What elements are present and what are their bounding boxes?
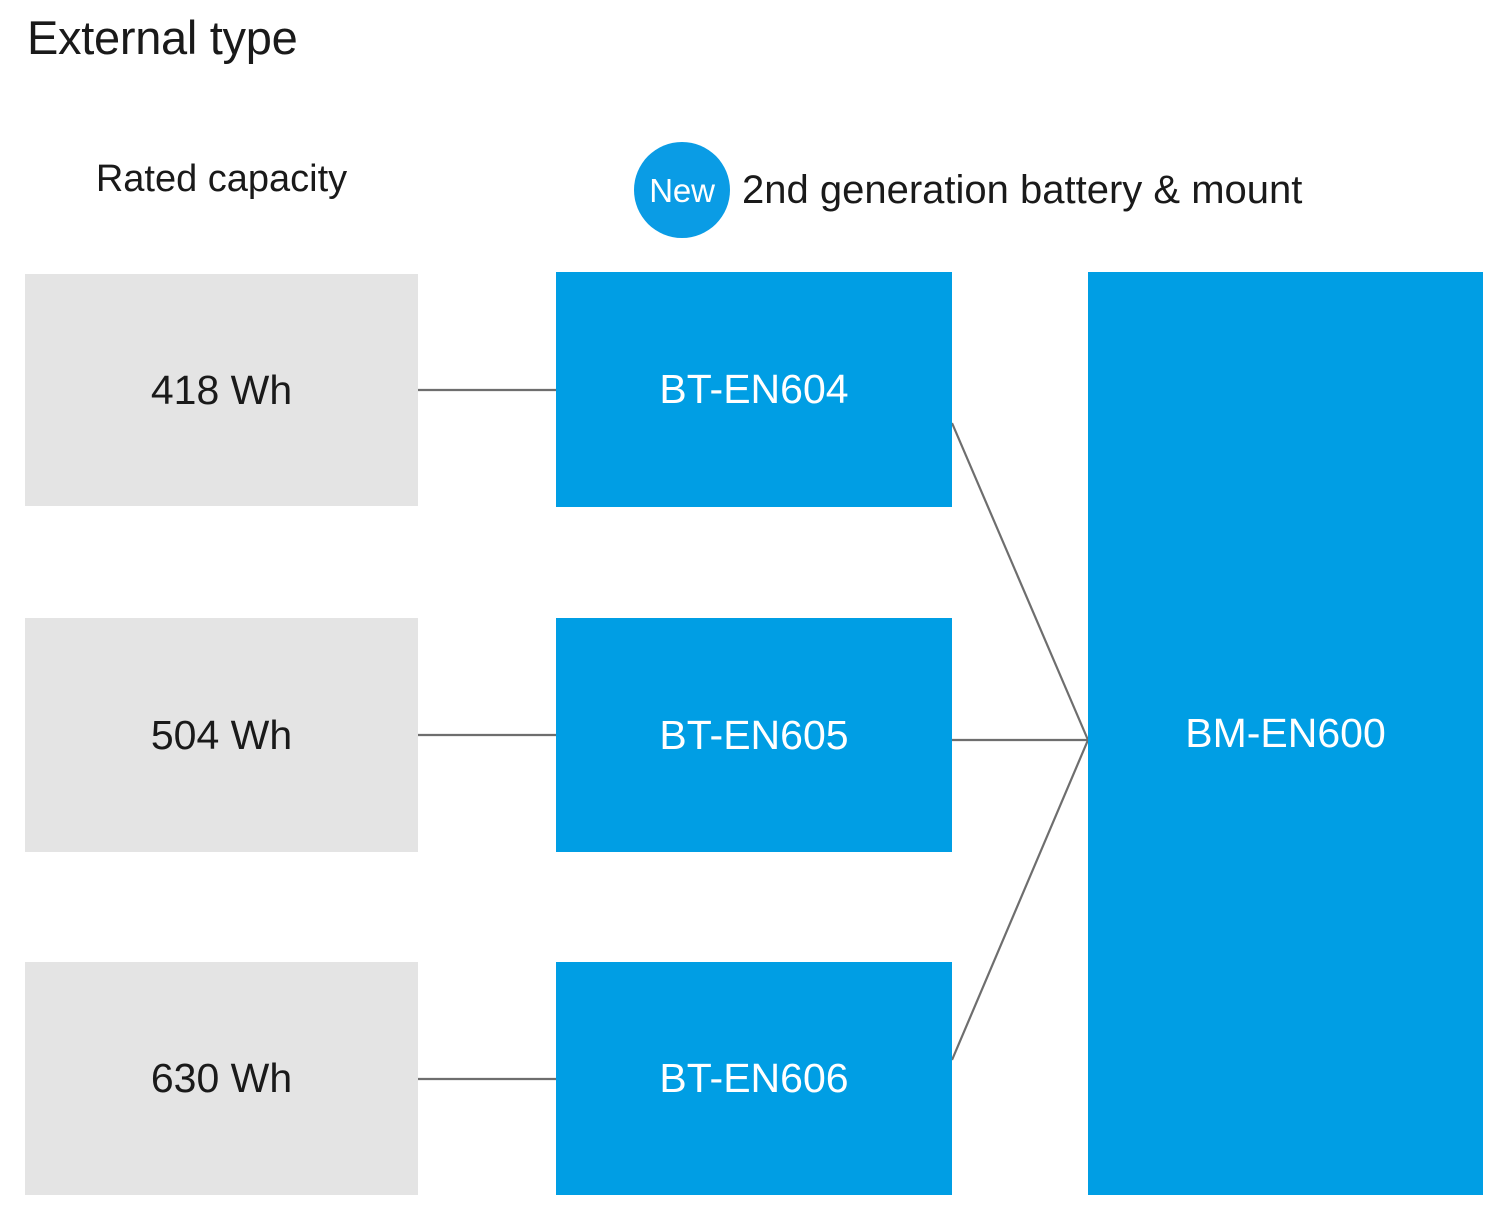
battery-box-label: BT-EN605 (659, 711, 849, 758)
battery-box-bt-en604[interactable]: BT-EN604 (556, 272, 952, 507)
rated-capacity-column-header: Rated capacity (95, 158, 348, 200)
battery-box-label: BT-EN604 (659, 366, 849, 412)
battery-box-label: BT-EN606 (659, 1055, 849, 1101)
capacity-box-630wh[interactable]: 630 Wh (25, 962, 418, 1195)
capacity-box-label: 504 Wh (150, 711, 293, 758)
battery-box-bt-en605[interactable]: BT-EN605 (556, 618, 952, 852)
product-column-header: 2nd generation battery & mount (742, 167, 1303, 212)
edge-bat2-mount (950, 739, 1090, 1061)
new-generation-legend: New 2nd generation battery & mount (634, 142, 1302, 238)
battery-box-bt-en606[interactable]: BT-EN606 (556, 962, 952, 1195)
mount-box-label: BM-EN600 (1185, 710, 1386, 756)
capacity-box-label: 418 Wh (150, 366, 293, 413)
new-badge: New (634, 142, 730, 238)
capacity-box-504wh[interactable]: 504 Wh (25, 618, 418, 852)
mount-box-bm-en600[interactable]: BM-EN600 (1088, 272, 1483, 1195)
new-badge-label: New (649, 171, 715, 209)
edge-bat0-mount (950, 422, 1090, 741)
capacity-box-418wh[interactable]: 418 Wh (25, 274, 418, 506)
page-title: External type (27, 11, 298, 64)
capacity-box-label: 630 Wh (150, 1055, 293, 1101)
